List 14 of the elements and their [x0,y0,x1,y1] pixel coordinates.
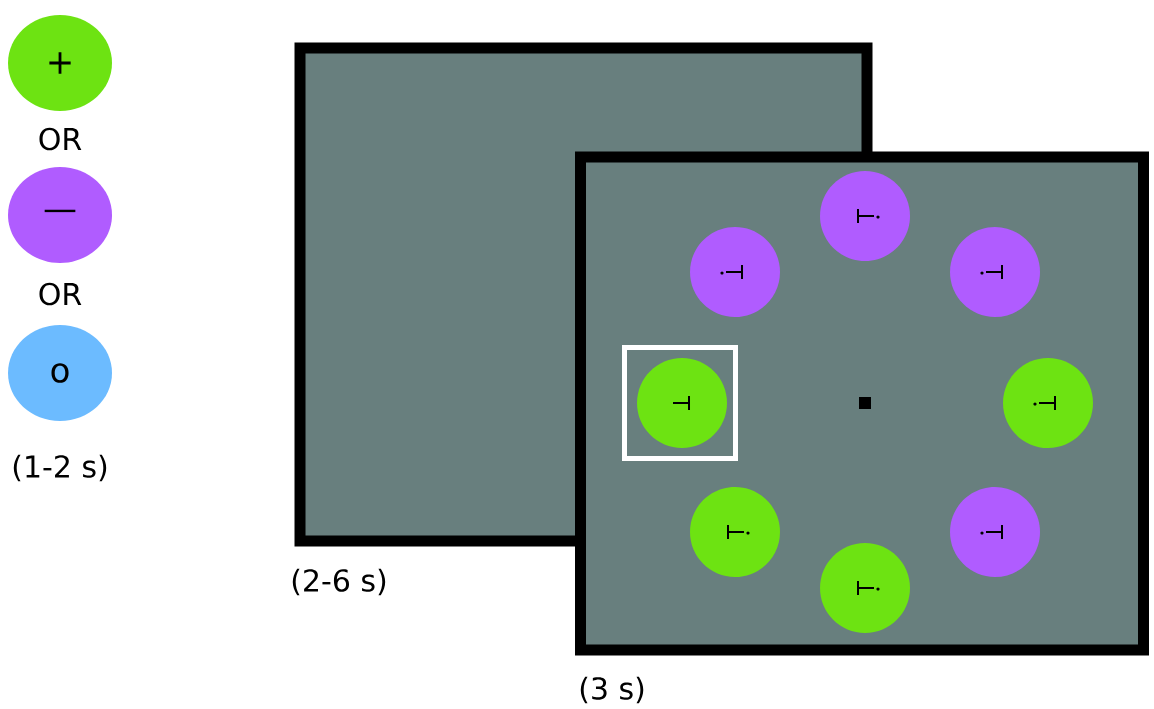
text-label: (1-2 s) [13,454,107,482]
stimulus-circle [637,358,727,448]
stimulus-circle [950,487,1040,577]
stimulus-circle [950,227,1040,317]
stimulus-circle [690,227,780,317]
duration-label: (3 s) [580,676,644,704]
stimulus-circle [1003,358,1093,448]
stimulus-circle [820,543,910,633]
text-label: OR [39,127,82,151]
duration-label: (2-6 s) [292,568,386,596]
stimulus-circle [820,171,910,261]
stimulus-circle [690,487,780,577]
target-frame [622,345,738,461]
text-label: OR [39,282,82,306]
